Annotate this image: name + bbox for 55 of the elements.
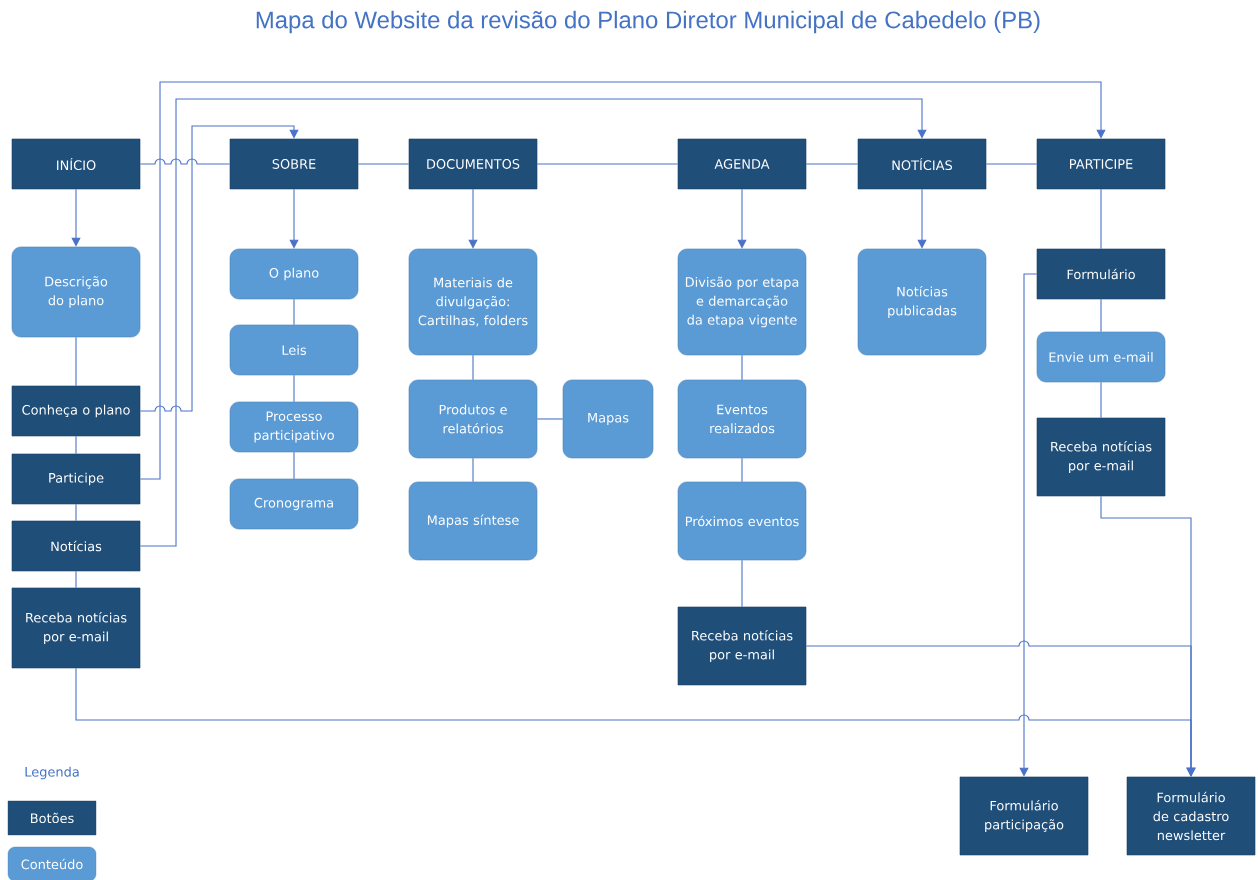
content-box: Mapas (562, 379, 654, 459)
connector-line (741, 559, 743, 608)
content-box: Notícias publicadas (857, 248, 987, 356)
connector-line (805, 163, 859, 165)
connector-line (75, 435, 77, 455)
button-box: AGENDA (677, 138, 807, 190)
legend-title: Legenda (25, 766, 79, 780)
content-box: Leis (229, 324, 359, 376)
connector-line (741, 354, 743, 381)
connector-line (293, 374, 295, 403)
connector-line (293, 451, 295, 480)
connector-line (75, 503, 77, 522)
button-box: SOBRE (229, 138, 359, 190)
content-box: Descrição do plano (11, 246, 141, 338)
button-box: Formulário de cadastro newsletter (1126, 776, 1256, 856)
content-box: Próximos eventos (677, 481, 807, 561)
button-box: Formulário (1036, 248, 1166, 300)
arrow (139, 81, 1106, 480)
connector-line (536, 163, 679, 165)
content-box: Envie um e-mail (1036, 331, 1166, 383)
title: Mapa do Website da revisão do Plano Diretor Municipal de Cabedelo (PB) (256, 10, 1040, 34)
connector-line (1100, 298, 1102, 333)
content-box: Produtos e relatórios (408, 379, 538, 459)
connector-line (741, 457, 743, 483)
button-box: Conheça o plano (11, 385, 141, 437)
content-box: Divisão por etapa e demarcação da etapa vigente (677, 248, 807, 356)
button-box: Notícias (11, 520, 141, 572)
button-box: Receba notícias por e-mail (677, 606, 807, 686)
connector-line (139, 158, 231, 165)
connector-line (536, 418, 564, 420)
content-box: Mapas síntese (408, 481, 538, 561)
connector-line (1100, 381, 1102, 419)
arrow (139, 98, 927, 547)
connector-line (472, 354, 474, 381)
arrow (139, 125, 299, 412)
content-box: Eventos realizados (677, 379, 807, 459)
button-box: PARTICIPE (1036, 138, 1166, 190)
button-box: Participe (11, 453, 141, 505)
content-box: Cronograma (229, 478, 359, 530)
content-box: Processo participativo (229, 401, 359, 453)
button-box: Receba notícias por e-mail (11, 587, 141, 669)
content-box: O plano (229, 248, 359, 300)
button-box: Formulário participação (959, 776, 1089, 856)
connector-line (985, 163, 1038, 165)
connector-line (1100, 188, 1102, 250)
button-box: INÍCIO (11, 138, 141, 190)
button-box: Receba notícias por e-mail (1036, 417, 1166, 497)
connector-line (293, 298, 295, 326)
connector-line (75, 570, 77, 589)
connector-line (75, 336, 77, 387)
content-box: Materiais de divulgação: Cartilhas, folders (408, 248, 538, 356)
button-box: NOTÍCIAS (857, 138, 987, 190)
button-box: DOCUMENTOS (408, 138, 538, 190)
connector-line (472, 457, 474, 483)
connector-line (357, 163, 410, 165)
